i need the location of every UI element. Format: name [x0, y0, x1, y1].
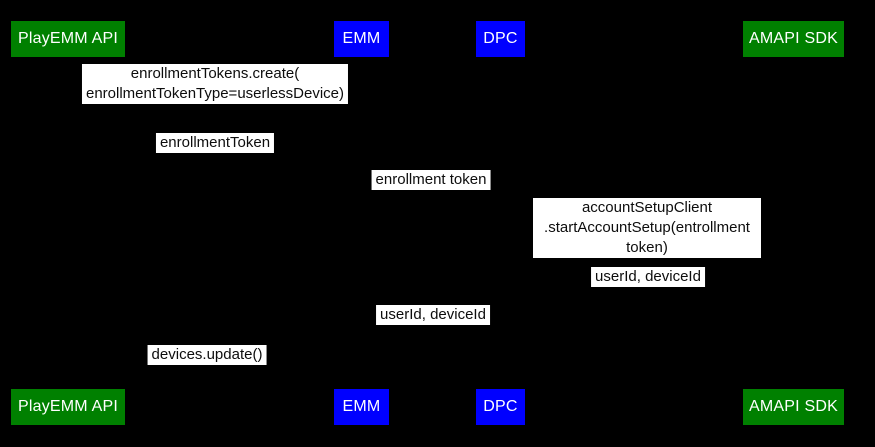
message-start-account-setup: accountSetupClient .startAccountSetup(en… [533, 198, 761, 258]
lifeline-playemm-api [68, 57, 69, 389]
message-devices-update: devices.update() [147, 345, 267, 365]
actor-emm-bottom: EMM [334, 389, 389, 425]
message-userid-deviceid-to-emm: userId, deviceId [376, 305, 490, 325]
message-enrollment-token-to-dpc: enrollment token [371, 170, 491, 190]
actor-dpc-top: DPC [476, 21, 525, 57]
lifeline-emm [361, 57, 362, 389]
lifeline-amapi-sdk [793, 57, 794, 389]
actor-emm-top: EMM [334, 21, 389, 57]
actor-amapi-sdk-bottom: AMAPI SDK [743, 389, 844, 425]
message-enrollment-token-return: enrollmentToken [155, 133, 275, 153]
message-enrollment-tokens-create: enrollmentTokens.create( enrollmentToken… [81, 64, 349, 104]
actor-playemm-api-top: PlayEMM API [11, 21, 125, 57]
actor-dpc-bottom: DPC [476, 389, 525, 425]
message-userid-deviceid-to-dpc: userId, deviceId [591, 267, 705, 287]
actor-amapi-sdk-top: AMAPI SDK [743, 21, 844, 57]
actor-playemm-api-bottom: PlayEMM API [11, 389, 125, 425]
lifeline-dpc [500, 57, 501, 389]
